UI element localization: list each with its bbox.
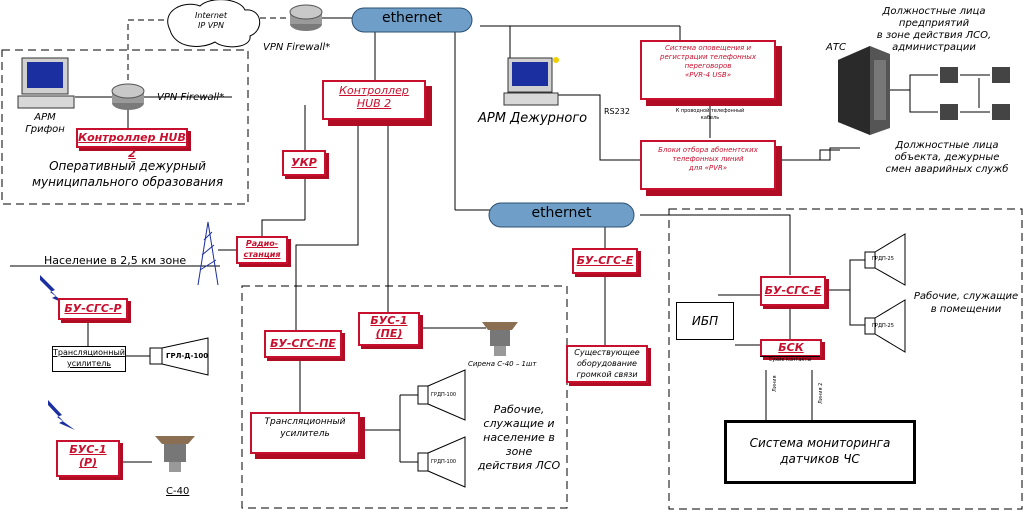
bus1-r-box: БУС-1 (Р) [56, 440, 120, 477]
phone-icons [940, 67, 1010, 120]
zone-operational [1, 49, 249, 205]
grdp-100-b-label: ГРДП-100 [431, 459, 457, 465]
phone-cable-label: К проводной телефонный кабель [675, 108, 745, 121]
zone-lso [241, 285, 568, 509]
arm-duty-computer-icon [503, 57, 559, 106]
siren-icon-mid [482, 322, 518, 356]
grdp-100-a-label: ГРДП-100 [431, 392, 457, 398]
workers-lso-label: Рабочие, служащие и население в зоне дей… [477, 403, 561, 472]
controller-hub-top: Контроллер HUB 2 [322, 80, 426, 120]
horn-icon-grl [149, 337, 209, 376]
internet-label: Internet IP VPN [195, 11, 227, 30]
ibp-box: ИБП [676, 302, 734, 340]
ukr-box: УКР [282, 150, 326, 176]
zone-room [668, 208, 1023, 510]
internet-cloud-icon [167, 0, 260, 48]
population-label: Население в 2,5 км зоне [44, 254, 187, 267]
horn-icon-grdp25-a [864, 233, 906, 286]
operational-duty-label: Оперативный дежурный муниципального обра… [31, 159, 224, 189]
rs232-label: RS232 [604, 107, 630, 116]
grl-100-label: ГРЛ-Д-100 [166, 352, 209, 360]
vpn-firewall-left-icon [111, 83, 145, 110]
c40-label: С-40 [166, 486, 190, 497]
vpn-firewall-left-label: VPN Firewall* [157, 92, 225, 103]
horn-icon-grdp25-b [864, 299, 906, 353]
arm-grifon-label: АРМ Грифон [25, 112, 65, 135]
ethernet-label-top: ethernet [381, 10, 443, 26]
ats-label: АТС [826, 42, 846, 53]
notify-system-box: Система оповещения и регистрации телефон… [640, 40, 776, 100]
horn-icon-grdp100-a [417, 369, 466, 421]
officials-top-label: Должностные лица предприятий в зоне дейс… [876, 6, 992, 53]
grdp-25-b-label: ГРДП-25 [872, 323, 894, 329]
ethernet-bus-mid [488, 202, 635, 228]
arm-grifon-computer-icon [17, 57, 75, 109]
bsk-box: БСК [760, 339, 822, 357]
existing-equipment-box: Существующее оборудование громкой связи [566, 345, 648, 383]
siren-label: Сирена С-40 – 1шт [468, 360, 537, 368]
ethernet-bus-top [351, 7, 473, 33]
monitoring-system-box: Система мониторинга датчиков ЧС [724, 420, 916, 484]
translation-amp-left: Трансляционный усилитель [52, 346, 126, 372]
controller-hub-left: Контроллер HUB 2 [76, 128, 188, 160]
wire-label-a: Линия [772, 375, 778, 392]
subscriber-blocks-box: Блоки отбора абонентских телефонных лини… [640, 140, 776, 190]
grdp-25-a-label: ГРДП-25 [872, 256, 894, 262]
horn-icon-grdp100-b [417, 436, 466, 488]
bu-sgs-e-mid-box: БУ-СГС-Е [572, 248, 638, 274]
ats-server-icon [838, 46, 890, 135]
siren-icon-left [155, 436, 195, 472]
arm-duty-label: АРМ Дежурного [478, 111, 588, 126]
vpn-firewall-top-icon [289, 4, 323, 31]
lightning-icon-1 [40, 275, 68, 305]
lightning-icon-2 [48, 400, 75, 430]
workers-room-label: Рабочие, служащие в помещении [913, 291, 1019, 315]
vpn-firewall-top-label: VPN Firewall* [263, 42, 331, 53]
radio-tower-icon [197, 221, 219, 286]
bus1-pe-box: БУС-1 (ПЕ) [358, 312, 420, 346]
officials-bottom-label: Должностные лица объекта, дежурные смен … [885, 140, 1009, 175]
ethernet-label-mid: ethernet [531, 205, 592, 221]
bu-sgs-r-box: БУ-СГС-Р [58, 298, 128, 320]
bsk-sub-label: Сухие контакты [760, 356, 820, 363]
wire-label-b: Линия 2 [818, 382, 824, 404]
bu-sgs-pe-box: БУ-СГС-ПЕ [264, 330, 342, 358]
bu-sgs-e-right-box: БУ-СГС-Е [760, 276, 826, 306]
radio-station-box: Радио- станция [236, 236, 288, 264]
translation-amp-mid: Трансляционный усилитель [250, 412, 360, 454]
